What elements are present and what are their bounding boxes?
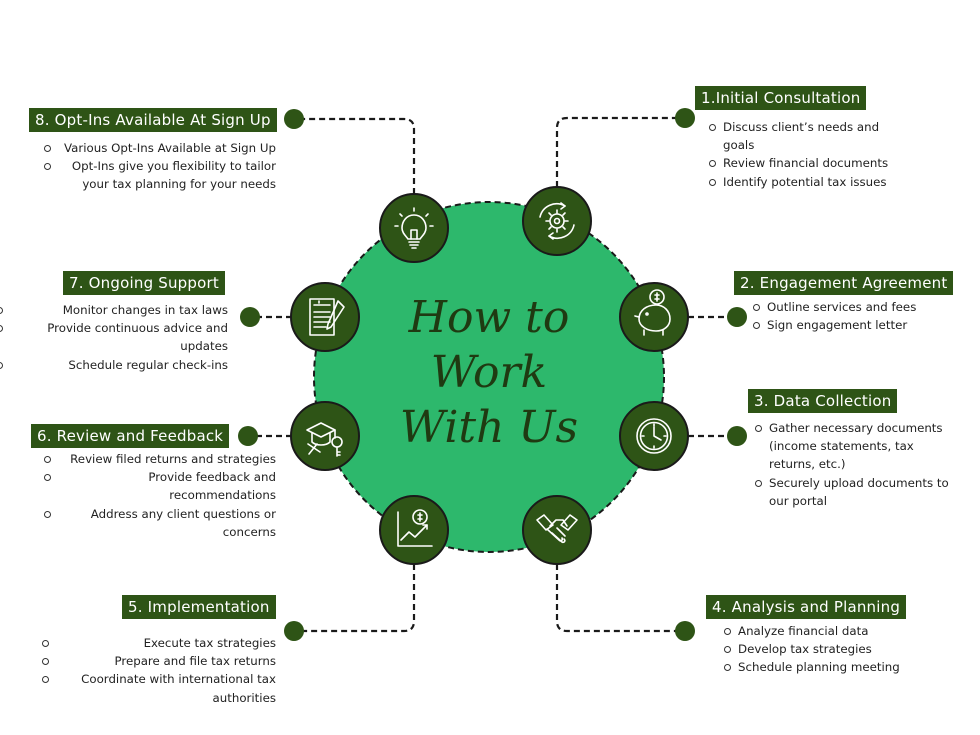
list-item: Schedule regular check-ins [0, 356, 228, 374]
step-node-circle [290, 401, 360, 471]
step-node-circle [522, 186, 592, 256]
step-2-list: Outline services and fees Sign engagemen… [751, 298, 971, 334]
step-3-label: 3. Data Collection [748, 389, 898, 413]
step-1-label: 1.Initial Consultation [695, 86, 867, 110]
connector-dots [238, 108, 747, 641]
invoice-icon [309, 298, 345, 336]
graduation-key-icon [306, 422, 343, 457]
connector-4 [555, 564, 685, 633]
step-nodes [290, 186, 689, 565]
step-8-label: 8. Opt-Ins Available At Sign Up [29, 108, 277, 132]
step-5-list: Execute tax strategies Prepare and file … [40, 634, 276, 707]
title-line-1: How to [408, 292, 570, 343]
connector-dot-2 [727, 307, 747, 327]
clock-icon [636, 418, 672, 454]
step-1-list: Discuss client’s needs and goals Review … [707, 118, 899, 191]
list-item: Securely upload documents to our portal [753, 474, 958, 510]
title-line-2: Work [431, 347, 547, 398]
piggy-bank-icon [634, 289, 671, 336]
connector-dot-5 [284, 621, 304, 641]
list-item: Monitor changes in tax laws [0, 301, 228, 319]
step-node-circle [379, 495, 449, 565]
connector-dot-3 [727, 426, 747, 446]
step-2-node [619, 282, 689, 352]
step-6-node [290, 401, 360, 471]
list-item: Coordinate with international tax author… [40, 670, 276, 706]
connector-5 [294, 564, 416, 633]
lightbulb-icon [394, 207, 434, 249]
step-4-label: 4. Analysis and Planning [706, 595, 907, 619]
list-item: Gather necessary documents (income state… [753, 419, 958, 474]
list-item: Address any client questions or concerns [42, 505, 276, 541]
list-item: Execute tax strategies [40, 634, 276, 652]
step-1-node [522, 186, 592, 256]
step-7-label: 7. Ongoing Support [63, 271, 225, 295]
step-node-circle [522, 495, 592, 565]
step-5-label: 5. Implementation [122, 595, 276, 619]
list-item: Review financial documents [707, 154, 899, 172]
step-4-list: Analyze financial data Develop tax strat… [722, 622, 962, 677]
list-item: Review filed returns and strategies [42, 450, 276, 468]
step-3-list: Gather necessary documents (income state… [753, 419, 958, 510]
list-item: Prepare and file tax returns [40, 652, 276, 670]
gear-cycle-icon [539, 202, 575, 240]
list-item: Discuss client’s needs and goals [707, 118, 899, 154]
connectors [248, 116, 737, 633]
connector-dot-6 [238, 426, 258, 446]
connector-8 [294, 117, 416, 194]
connector-dot-1 [675, 108, 695, 128]
growth-chart-icon [397, 509, 433, 547]
list-item: Provide continuous advice and updates [0, 319, 228, 355]
step-4-node [522, 495, 592, 565]
list-item: Various Opt-Ins Available at Sign Up [42, 139, 276, 157]
connector-dot-8 [284, 109, 304, 129]
list-item: Analyze financial data [722, 622, 962, 640]
step-node-circle [619, 282, 689, 352]
center-circle [313, 201, 665, 553]
list-item: Develop tax strategies [722, 640, 962, 658]
step-7-node [290, 282, 360, 352]
step-5-node [379, 495, 449, 565]
title-line-3: With Us [400, 402, 578, 453]
step-node-circle [379, 193, 449, 263]
connector-1 [555, 116, 685, 187]
step-8-node [379, 193, 449, 263]
step-3-node [619, 401, 689, 471]
step-2-label: 2. Engagement Agreement [734, 271, 954, 295]
step-8-list: Various Opt-Ins Available at Sign Up Opt… [42, 139, 276, 194]
list-item: Sign engagement letter [751, 316, 971, 334]
handshake-icon [536, 514, 578, 544]
list-item: Outline services and fees [751, 298, 971, 316]
list-item: Opt-Ins give you flexibility to tailor y… [42, 157, 276, 193]
connector-dot-4 [675, 621, 695, 641]
list-item: Provide feedback and recommendations [42, 468, 276, 504]
connector-dot-7 [240, 307, 260, 327]
step-6-list: Review filed returns and strategies Prov… [42, 450, 276, 541]
list-item: Identify potential tax issues [707, 173, 899, 191]
list-item: Schedule planning meeting [722, 658, 962, 676]
step-6-label: 6. Review and Feedback [31, 424, 230, 448]
step-7-list: Monitor changes in tax laws Provide cont… [0, 301, 228, 374]
